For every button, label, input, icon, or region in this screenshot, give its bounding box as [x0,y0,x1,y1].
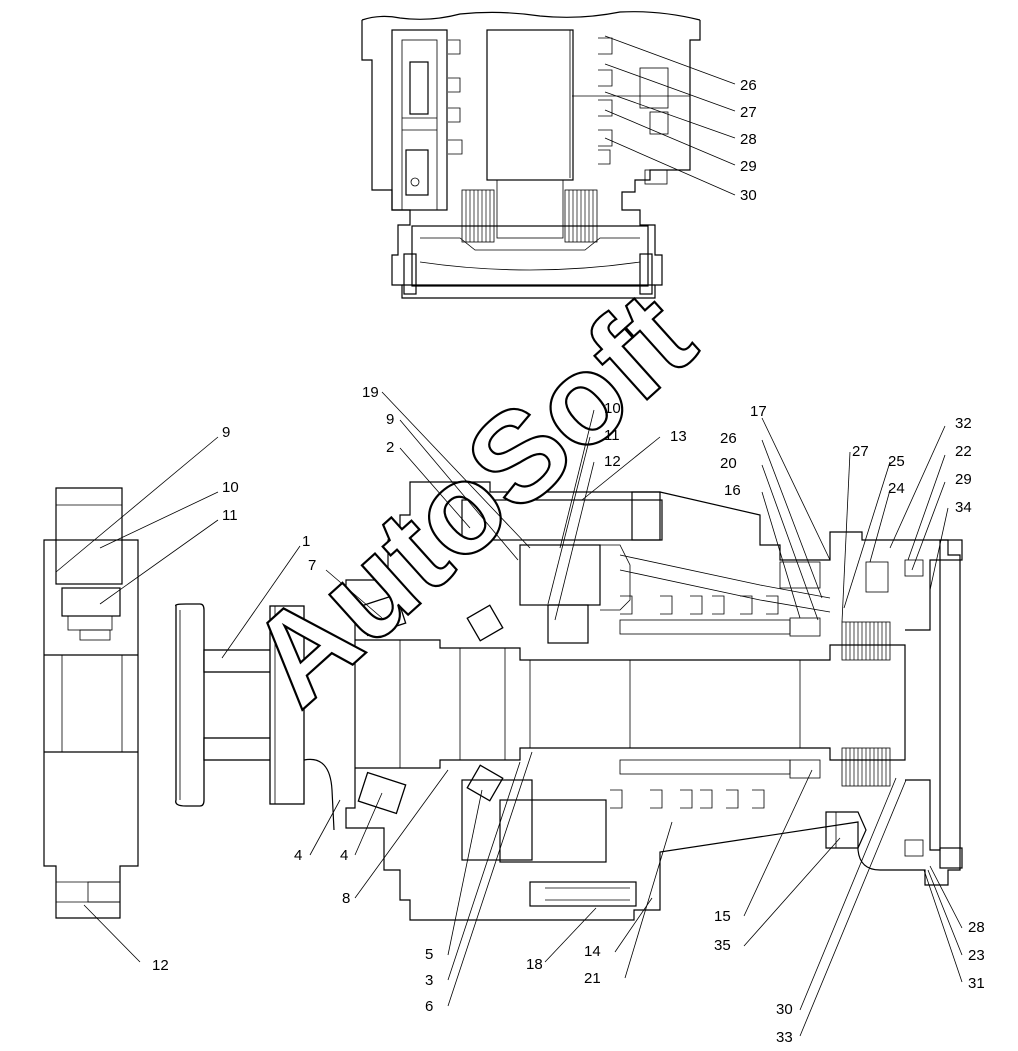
callout-26-top: 26 [740,77,757,94]
callout-22: 22 [955,443,972,460]
watermark-text: AutoSoft [223,265,720,733]
callout-11-center: 11 [604,427,620,444]
callout-4-right: 4 [340,847,348,864]
callout-9-left: 9 [222,424,230,441]
drive-flange [175,603,335,831]
clutch-plates-right [564,189,598,243]
callout-30-top: 30 [740,187,757,204]
callout-30-main: 30 [776,1001,793,1018]
callout-8: 8 [342,890,350,907]
callout-10-center: 10 [604,400,621,417]
callout-4-left: 4 [294,847,302,864]
callout-labels: 26 27 28 29 30 9 10 11 12 1 7 19 9 2 10 … [152,77,985,1046]
callout-7: 7 [308,557,316,574]
watermark: AutoSoft [222,264,721,734]
callout-5: 5 [425,946,433,963]
callout-34: 34 [955,499,972,516]
callout-29-top: 29 [740,158,757,175]
callout-23: 23 [968,947,985,964]
callout-12-center: 12 [604,453,621,470]
callout-12-left: 12 [152,957,169,974]
callout-20: 20 [720,455,737,472]
callout-1: 1 [302,533,310,550]
callout-29-main: 29 [955,471,972,488]
main-housing-section [345,481,963,921]
callout-31: 31 [968,975,985,992]
callout-18: 18 [526,956,543,973]
callout-32: 32 [955,415,972,432]
leader-lines [55,35,963,1037]
callout-27-top: 27 [740,104,757,121]
callout-9-center: 9 [386,411,394,428]
callout-28-main: 28 [968,919,985,936]
callout-16: 16 [724,482,741,499]
coupling-block-side-view [43,487,139,919]
callout-19: 19 [362,384,379,401]
clutch-plates-left [461,189,495,243]
clutch-pack-upper [841,621,891,661]
callout-2: 2 [386,439,394,456]
callout-13: 13 [670,428,687,445]
callout-11-left: 11 [222,507,238,524]
top-detail-view [361,11,701,299]
callout-26-main: 26 [720,430,737,447]
callout-25: 25 [888,453,905,470]
clutch-pack-lower [841,747,891,787]
callout-15: 15 [714,908,731,925]
callout-24: 24 [888,480,905,497]
callout-35: 35 [714,937,731,954]
callout-17: 17 [750,403,767,420]
callout-3: 3 [425,972,433,989]
callout-21: 21 [584,970,601,987]
callout-14: 14 [584,943,601,960]
callout-6: 6 [425,998,433,1015]
callout-33: 33 [776,1029,793,1046]
callout-27-main: 27 [852,443,869,460]
callout-28-top: 28 [740,131,757,148]
callout-10-left: 10 [222,479,239,496]
